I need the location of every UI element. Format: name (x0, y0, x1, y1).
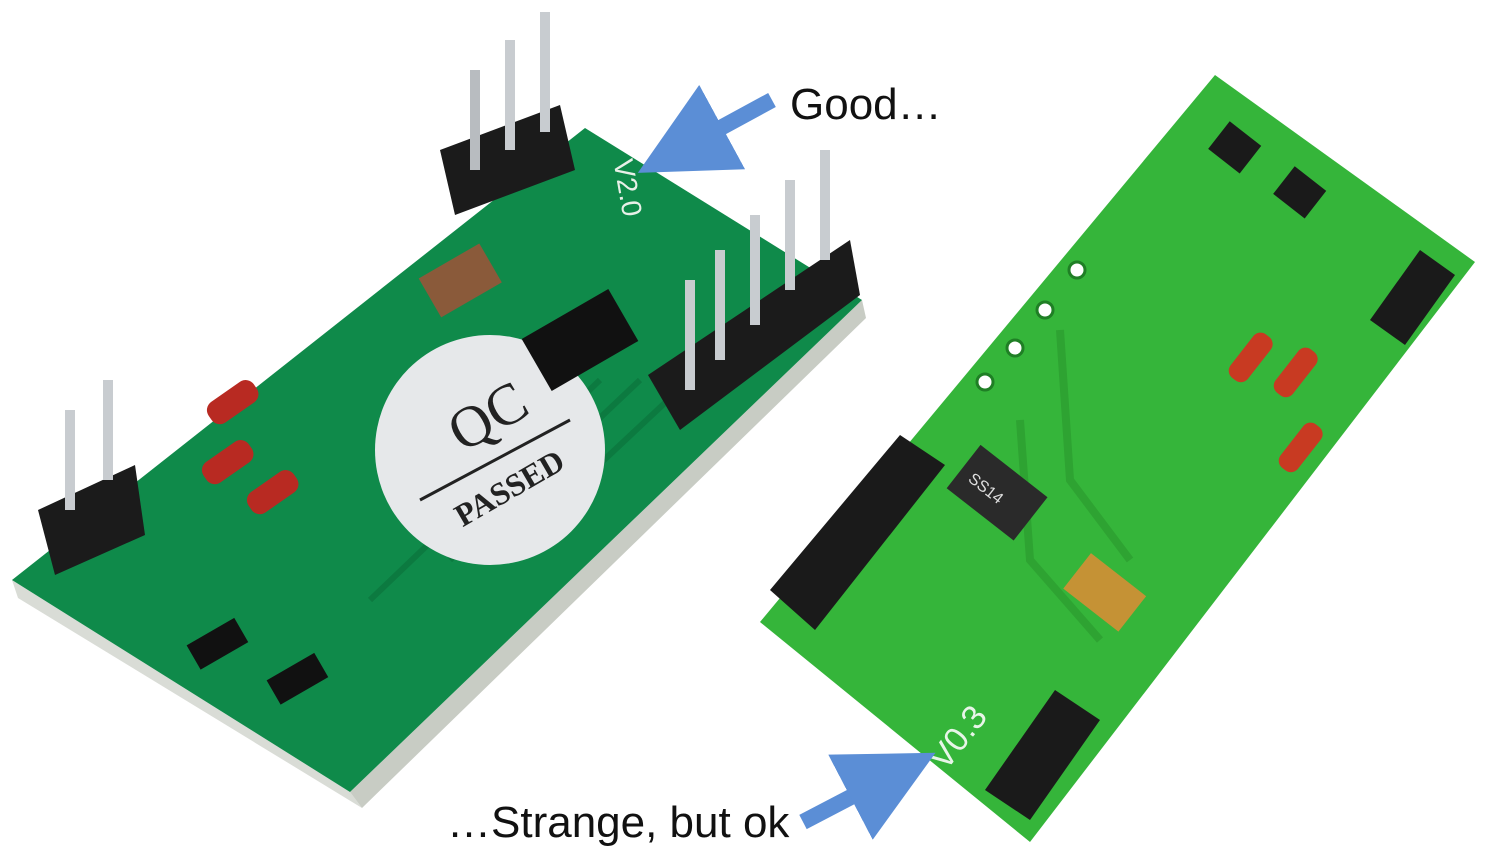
left-pin-header-right (648, 150, 860, 430)
left-pin-header-left (38, 380, 145, 575)
arrow-to-good-board (637, 84, 776, 173)
right-pin-header-bottom (985, 690, 1100, 820)
good-annotation: Good… (790, 80, 942, 129)
right-pcb-board: SS14 V0.3 (760, 75, 1475, 842)
arrow-to-strange-board (799, 752, 936, 840)
left-pcb-board: QC PASSED V2.0 (12, 12, 866, 808)
right-pin-header-top (1370, 250, 1455, 345)
left-pin-header-top (440, 12, 575, 215)
right-pads (975, 260, 1087, 392)
left-diodes (201, 380, 299, 515)
qc-passed-sticker: QC PASSED (375, 335, 605, 565)
right-diodes (1228, 332, 1323, 473)
strange-annotation: …Strange, but ok (447, 798, 790, 847)
right-pin-header-left (770, 435, 945, 630)
